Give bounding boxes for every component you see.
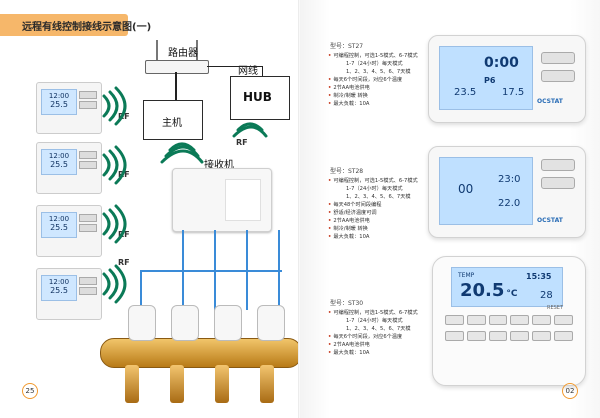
rf-label-1: RF xyxy=(118,112,130,121)
product-2-model: 型号：ST28 xyxy=(330,168,364,175)
lcd-st30-top: 15:35 xyxy=(526,272,552,281)
hub-box xyxy=(230,76,290,120)
product-3-specs: •可编程控制，可选1-5模式、6-7模式 1-7（24小时）每天模式 1、2、3… xyxy=(328,310,418,356)
lcd-st27-left: 23.5 xyxy=(454,87,477,98)
right-page: 型号：ST27 •可编程控制，可选1-5模式、6-7模式 1-7（24小时）每天… xyxy=(300,0,600,418)
brand-logo: OCSTAT xyxy=(537,217,563,224)
product-3-model: 型号：ST30 xyxy=(330,300,364,307)
thermostat-2: 12:00 25.5 xyxy=(36,142,102,194)
lcd-temp: 25.5 xyxy=(50,160,68,169)
lcd-time: 12:00 xyxy=(48,215,70,223)
lcd-st30-right: 28 xyxy=(540,290,553,301)
brand-logo: OCSTAT xyxy=(537,98,563,105)
thermostat-st27: 0:00 P6 23.5 17.5 OCSTAT xyxy=(428,35,586,123)
thermostat-1: 12:00 25.5 xyxy=(36,82,102,134)
left-page-number: 25 xyxy=(22,383,38,399)
lcd-temp: 25.5 xyxy=(50,100,68,109)
page-title: 远程有线控制接线示意图(一) xyxy=(22,22,152,33)
valve-head-1 xyxy=(128,305,156,341)
wire-label: 网线 xyxy=(238,66,258,77)
lcd-st27-right: 17.5 xyxy=(502,87,525,98)
router-antenna xyxy=(156,40,158,60)
hub-rf-label: RF xyxy=(236,138,248,147)
lcd-st28-top-right: 23:0 xyxy=(498,174,521,185)
router-antenna xyxy=(196,40,198,60)
valve-head-3 xyxy=(214,305,242,341)
thermostat-3: 12:00 25.5 xyxy=(36,205,102,257)
rf-label-4: RF xyxy=(118,258,130,267)
buttons-row-2 xyxy=(445,331,573,341)
lcd-st30-main: 20.5°C xyxy=(460,280,518,301)
thermostat-st30: TEMP 15:35 20.5°C 28 xyxy=(432,256,586,386)
title-bar: 远程有线控制接线示意图(一) xyxy=(0,14,151,36)
manifold-outlets xyxy=(125,365,285,405)
product-1-specs: •可编程控制，可选1-5模式、6-7模式 1-7（24小时）每天模式 1、2、3… xyxy=(328,53,418,107)
lcd-st28-bottom-right: 22.0 xyxy=(498,198,521,209)
buttons-row-1 xyxy=(445,315,573,325)
reset-label: RESET xyxy=(547,305,564,311)
lcd-temp: 25.5 xyxy=(50,223,68,232)
valve-head-4 xyxy=(257,305,285,341)
lcd-time: 12:00 xyxy=(48,278,70,286)
router-label: 路由器 xyxy=(168,48,198,59)
left-page: 远程有线控制接线示意图(一) 路由器 网线 主机 HUB RF 接收机 12:0… xyxy=(0,14,302,405)
router xyxy=(145,60,209,74)
receiver-unit xyxy=(172,168,272,232)
manifold xyxy=(100,338,302,368)
thermostat-4: 12:00 25.5 xyxy=(36,268,102,320)
lcd-st30-label: TEMP xyxy=(458,272,475,279)
receiver-label: 接收机 xyxy=(204,160,234,171)
thermostat-st28: 00 23:0 22.0 OCSTAT xyxy=(428,146,586,238)
host-box xyxy=(143,100,203,140)
hub-label: HUB xyxy=(243,90,272,104)
rf-waves-icon xyxy=(102,86,268,304)
lcd-temp: 25.5 xyxy=(50,286,68,295)
right-page-number: 02 xyxy=(562,383,578,399)
host-label: 主机 xyxy=(162,118,182,129)
product-2-specs: •可编程控制，可选1-5模式、6-7模式 1-7（24小时）每天模式 1、2、3… xyxy=(328,178,418,240)
valve-head-2 xyxy=(171,305,199,341)
lcd-time: 12:00 xyxy=(48,152,70,160)
product-1-model: 型号：ST27 xyxy=(330,43,364,50)
lcd-st27-top: 0:00 P6 xyxy=(484,55,519,85)
lcd-st28-time: 00 xyxy=(458,182,474,196)
rf-label-3: RF xyxy=(118,230,130,239)
lcd-time: 12:00 xyxy=(48,92,70,100)
